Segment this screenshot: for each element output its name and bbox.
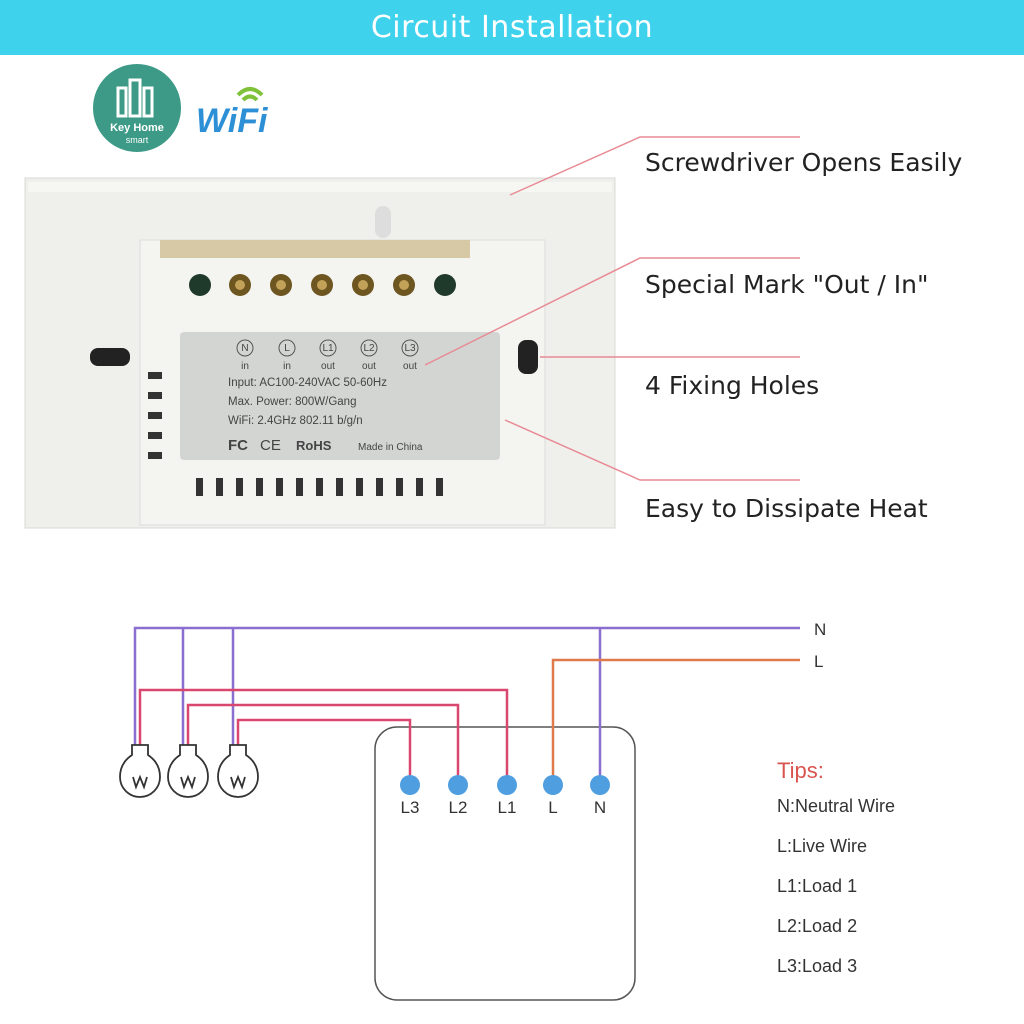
- terminal-label: L: [548, 798, 557, 817]
- line-label-n: N: [814, 620, 826, 639]
- logo-subtext: smart: [126, 135, 149, 145]
- svg-text:CE: CE: [260, 437, 281, 454]
- svg-text:RoHS: RoHS: [296, 438, 332, 453]
- terminal-label: L2: [449, 798, 468, 817]
- spec-input: Input: AC100-240VAC 50-60Hz: [228, 377, 387, 389]
- svg-text:Made in China: Made in China: [358, 442, 423, 453]
- tip-item: L3:Load 3: [777, 956, 857, 976]
- fixing-hole-left: [90, 348, 130, 366]
- page-title: Circuit Installation: [370, 10, 654, 45]
- module-box: [374, 726, 636, 1001]
- svg-text:out: out: [362, 361, 376, 372]
- logo-text: Key Home: [110, 122, 164, 134]
- svg-text:L1: L1: [322, 343, 334, 354]
- spec-label: Nin Lin L1 out L2 out L3 out Input: AC100-2…: [180, 332, 500, 460]
- svg-text:L2: L2: [363, 343, 375, 354]
- callout-lines: [424, 136, 800, 481]
- tip-item: N:Neutral Wire: [777, 796, 895, 816]
- svg-text:L: L: [284, 343, 290, 354]
- callout-heat: Easy to Dissipate Heat: [645, 494, 928, 523]
- live-wire: [551, 658, 800, 785]
- switch-back-panel: Nin Lin L1 out L2 out L3 out Input: AC100-2…: [24, 177, 616, 529]
- spec-power: Max. Power: 800W/Gang: [228, 396, 356, 408]
- bulb-icons: [119, 744, 259, 798]
- callout-fixing-holes: 4 Fixing Holes: [645, 371, 819, 400]
- callout-screwdriver: Screwdriver Opens Easily: [645, 148, 962, 177]
- terminal-dots: [400, 775, 610, 795]
- svg-text:N: N: [241, 343, 248, 354]
- fixing-hole-right: [518, 340, 538, 374]
- header-banner: Circuit Installation: [0, 0, 1024, 55]
- spec-wifi: WiFi: 2.4GHz 802.11 b/g/n: [228, 415, 363, 427]
- tip-item: L2:Load 2: [777, 916, 857, 936]
- svg-text:L3: L3: [404, 343, 416, 354]
- heat-vents: [148, 372, 498, 496]
- tip-item: L:Live Wire: [777, 836, 867, 856]
- wiring-diagram: [119, 626, 800, 1001]
- terminal-label: L1: [498, 798, 517, 817]
- wifi-logo: WiFi: [196, 87, 269, 140]
- tips-title: Tips:: [777, 758, 824, 783]
- terminal-label: L3: [401, 798, 420, 817]
- svg-text:out: out: [403, 361, 417, 372]
- svg-text:out: out: [321, 361, 335, 372]
- neutral-wire: [133, 626, 800, 785]
- line-label-l: L: [814, 652, 823, 671]
- screw-terminals: [189, 274, 456, 296]
- callout-special-mark: Special Mark "Out / In": [645, 270, 928, 299]
- tip-item: L1:Load 1: [777, 876, 857, 896]
- wifi-logo-text: WiFi: [196, 102, 269, 140]
- key-home-logo: Key Home smart: [93, 64, 181, 152]
- svg-text:in: in: [283, 361, 291, 372]
- svg-text:FC: FC: [228, 437, 248, 454]
- load-wires: [138, 688, 509, 785]
- terminal-label: N: [594, 798, 606, 817]
- svg-text:in: in: [241, 361, 249, 372]
